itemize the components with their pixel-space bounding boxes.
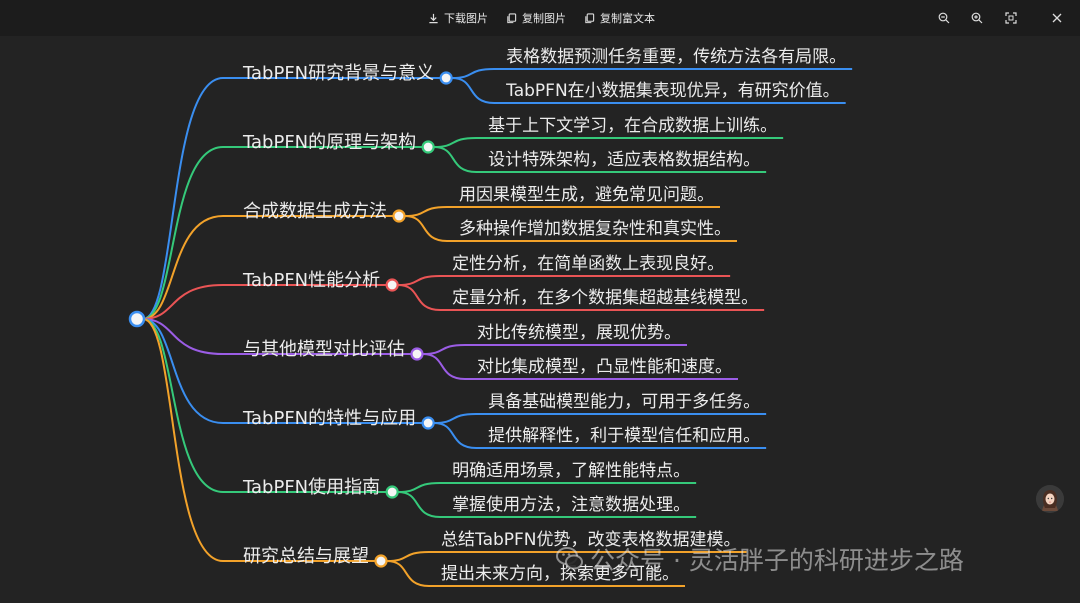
leaf-node[interactable]: 对比传统模型，展现优势。 xyxy=(477,323,681,343)
download-image-label: 下载图片 xyxy=(444,12,488,25)
leaf-connector xyxy=(386,560,685,587)
branch-dot[interactable] xyxy=(385,485,399,499)
avatar[interactable] xyxy=(1036,485,1064,513)
toolbar: 下载图片 复制图片 复制富文本 xyxy=(0,0,1080,36)
close-button[interactable] xyxy=(1048,9,1066,27)
branch-dot[interactable] xyxy=(439,71,453,85)
leaf-node[interactable]: 具备基础模型能力，可用于多任务。 xyxy=(488,392,761,412)
leaf-node[interactable]: 提出未来方向，探索更多可能。 xyxy=(441,564,679,584)
zoom-in-icon xyxy=(971,12,983,24)
leaf-node[interactable]: 定量分析，在多个数据集超越基线模型。 xyxy=(452,288,759,308)
copy-image-button[interactable]: 复制图片 xyxy=(506,9,566,27)
leaf-node[interactable]: 用因果模型生成，避免常见问题。 xyxy=(459,185,714,205)
branch-connector xyxy=(142,318,381,562)
leaf-node[interactable]: 提供解释性，利于模型信任和应用。 xyxy=(488,426,761,446)
branch-connector xyxy=(142,318,417,355)
branch-connector xyxy=(142,77,447,320)
download-icon xyxy=(429,13,438,23)
branch-connector xyxy=(142,318,429,424)
copy-icon xyxy=(507,12,517,23)
zoom-out-icon xyxy=(938,12,950,24)
wechat-icon xyxy=(556,547,583,570)
mindmap-canvas: TabPFN研究背景与意义 表格数据预测任务重要，传统方法各有局限。 TabPFN在… xyxy=(0,36,1080,603)
branch-connector xyxy=(142,215,399,320)
leaf-node[interactable]: 设计特殊架构，适应表格数据结构。 xyxy=(488,150,761,170)
leaf-connector xyxy=(434,146,767,173)
watermark-text: 公众号 · 灵活胖子的科研进步之路 xyxy=(590,546,964,575)
leaf-connector xyxy=(386,551,747,562)
branch-node[interactable]: TabPFN研究背景与意义 xyxy=(243,63,435,84)
watermark: 公众号 · 灵活胖子的科研进步之路 xyxy=(556,541,964,577)
branch-dot[interactable] xyxy=(374,554,388,568)
branch-node[interactable]: 与其他模型对比评估 xyxy=(243,339,405,360)
branch-dot[interactable] xyxy=(385,278,399,292)
download-image-button[interactable]: 下载图片 xyxy=(428,9,488,27)
leaf-connector xyxy=(398,284,765,311)
branch-dot[interactable] xyxy=(410,347,424,361)
leaf-node[interactable]: 掌握使用方法，注意数据处理。 xyxy=(452,495,691,515)
branch-connector xyxy=(142,146,429,320)
copy-image-label: 复制图片 xyxy=(522,12,566,25)
root-node[interactable] xyxy=(128,310,146,328)
branch-node[interactable]: TabPFN的特性与应用 xyxy=(243,408,417,429)
leaf-connector xyxy=(452,77,846,104)
leaf-connector xyxy=(404,215,737,242)
zoom-out-button[interactable] xyxy=(935,9,953,27)
leaf-connector xyxy=(398,482,697,493)
branch-node[interactable]: TabPFN使用指南 xyxy=(243,477,381,498)
branch-node[interactable]: TabPFN性能分析 xyxy=(243,270,381,291)
leaf-connector xyxy=(452,68,853,79)
branch-dot[interactable] xyxy=(421,140,435,154)
leaf-node[interactable]: 表格数据预测任务重要，传统方法各有局限。 xyxy=(506,47,847,67)
leaf-node[interactable]: 对比集成模型，凸显性能和速度。 xyxy=(477,357,732,377)
fit-screen-icon xyxy=(1005,12,1017,24)
close-icon xyxy=(1052,13,1062,23)
leaf-connector xyxy=(404,206,720,217)
leaf-connector xyxy=(434,422,767,449)
branch-dot[interactable] xyxy=(392,209,406,223)
leaf-node[interactable]: 基于上下文学习，在合成数据上训练。 xyxy=(488,116,778,136)
leaf-connector xyxy=(422,353,738,380)
leaf-connector xyxy=(434,137,784,148)
mindmap-connectors xyxy=(128,68,853,587)
zoom-in-button[interactable] xyxy=(968,9,986,27)
branch-connector xyxy=(142,284,393,320)
leaf-connector xyxy=(434,413,767,424)
leaf-node[interactable]: TabPFN在小数据集表现优异，有研究价值。 xyxy=(506,81,840,101)
avatar-icon xyxy=(1036,485,1064,513)
leaf-node[interactable]: 定性分析，在简单函数上表现良好。 xyxy=(452,254,725,274)
copy-rich-text-button[interactable]: 复制富文本 xyxy=(584,9,655,27)
fit-screen-button[interactable] xyxy=(1002,9,1020,27)
leaf-connector xyxy=(398,491,697,518)
branch-node[interactable]: 研究总结与展望 xyxy=(243,546,369,567)
copy-icon xyxy=(585,12,595,23)
copy-rich-text-label: 复制富文本 xyxy=(600,12,655,25)
leaf-node[interactable]: 总结TabPFN优势，改变表格数据建模。 xyxy=(441,530,741,550)
branch-node[interactable]: 合成数据生成方法 xyxy=(243,201,387,222)
leaf-connector xyxy=(422,344,687,355)
branch-connector xyxy=(142,318,393,493)
leaf-node[interactable]: 多种操作增加数据复杂性和真实性。 xyxy=(459,219,731,239)
leaf-connector xyxy=(398,275,731,286)
branch-node[interactable]: TabPFN的原理与架构 xyxy=(243,132,417,153)
leaf-node[interactable]: 明确适用场景，了解性能特点。 xyxy=(452,461,691,481)
branch-dot[interactable] xyxy=(421,416,435,430)
